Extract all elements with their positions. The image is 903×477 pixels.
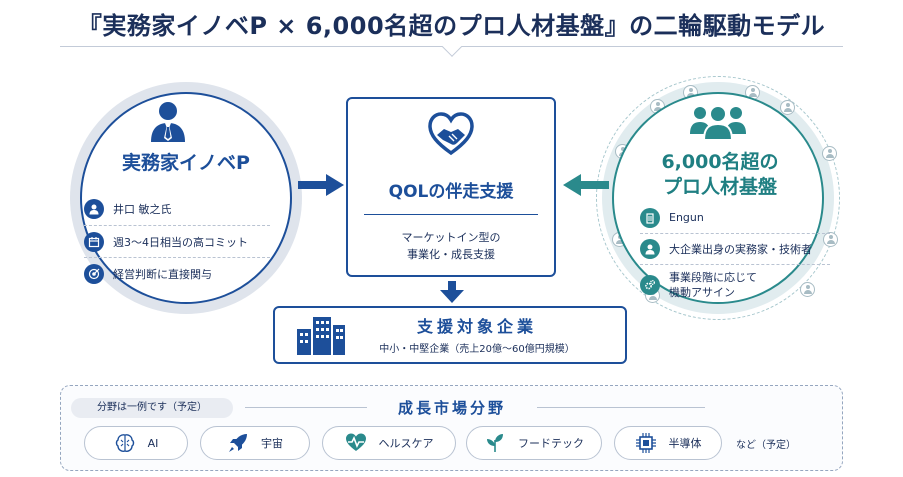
person-icon [84, 199, 104, 219]
chip-icon [635, 433, 656, 453]
center-divider [364, 214, 538, 215]
fields-title-rule-right [537, 407, 705, 408]
leaf-icon [487, 434, 503, 452]
center-box [346, 97, 556, 277]
center-description-line2: 事業化・成長支援 [407, 248, 495, 261]
list-item: 事業段階に応じて 機動アサイン [640, 264, 830, 304]
target-description: 中小・中堅企業（売上20億～60億円規模） [379, 344, 575, 355]
fields-etc-note: など（予定） [736, 440, 796, 451]
target-companies-box [273, 306, 627, 364]
list-item: 大企業出身の実務家・技術者 [640, 233, 830, 264]
center-description: マーケットイン型の 事業化・成長支援 [346, 229, 556, 263]
brain-icon [115, 434, 134, 452]
center-title: QOLの伴走支援 [388, 182, 514, 202]
arrow-down-icon [440, 281, 464, 303]
talent-mini-icon [800, 282, 815, 297]
talent-mini-icon [823, 232, 838, 247]
list-item-label: 経営判断に直接関与 [113, 267, 212, 281]
list-item: 週3～4日相当の高コミット [84, 225, 270, 257]
list-item-label-line2: 機動アサイン [669, 285, 735, 299]
calendar-icon [84, 231, 104, 252]
rocket-icon [229, 434, 247, 452]
right-circle-title: 6,000名超の プロ人材基盤 [630, 150, 810, 200]
left-feature-list: 井口 敏之氏 週3～4日相当の高コミット 経営判断に直接関与 [84, 193, 270, 289]
field-label: フードテック [518, 437, 584, 450]
list-item-label: 週3～4日相当の高コミット [113, 235, 248, 249]
building-icon [297, 317, 345, 355]
building-icon [640, 207, 660, 228]
field-label: ヘルスケア [378, 437, 434, 450]
arrow-left-icon [563, 174, 609, 196]
list-item-label: Engun [669, 211, 704, 224]
fields-note-badge: 分野は一例です（予定） [71, 398, 233, 418]
field-pill-healthcare: ヘルスケア [322, 426, 456, 460]
fields-title: 成長市場分野 [397, 399, 506, 417]
target-title: 支援対象企業 [416, 317, 537, 336]
handshake-heart-icon [428, 112, 474, 156]
list-item: 経営判断に直接関与 [84, 257, 270, 289]
left-circle [80, 92, 292, 304]
field-label: AI [147, 436, 159, 450]
talent-mini-icon [780, 100, 795, 115]
talent-orbit [596, 76, 840, 320]
field-pill-semiconductor: 半導体 [614, 426, 722, 460]
list-item-label-line1: 事業段階に応じて [669, 270, 757, 284]
right-feature-list: Engun 大企業出身の実務家・技術者 事業段階に応じて 機動アサイン [640, 202, 830, 304]
field-label: 宇宙 [261, 437, 283, 450]
field-label: 半導体 [668, 437, 702, 450]
businessman-icon [151, 102, 185, 142]
list-item-label: 井口 敏之氏 [113, 203, 172, 216]
arrow-right-icon [298, 174, 344, 196]
fields-title-rule-left [245, 407, 367, 408]
page-title: 『実務家イノベP × 6,000名超のプロ人材基盤』の二輪駆動モデル [77, 12, 826, 40]
gears-icon [640, 274, 660, 295]
team-icon [690, 105, 746, 140]
talent-mini-icon [822, 146, 837, 161]
list-item: Engun [640, 202, 830, 233]
field-pill-space: 宇宙 [200, 426, 310, 460]
list-item-label: 事業段階に応じて 機動アサイン [669, 270, 757, 300]
left-circle-title: 実務家イノベP [122, 152, 250, 174]
person-icon [640, 239, 660, 259]
center-description-line1: マーケットイン型の [401, 231, 501, 244]
list-item: 井口 敏之氏 [84, 193, 270, 225]
right-circle-title-line2: プロ人材基盤 [662, 176, 777, 198]
list-item-label: 大企業出身の実務家・技術者 [669, 243, 812, 256]
field-pill-foodtech: フードテック [466, 426, 602, 460]
target-icon [84, 263, 104, 284]
field-pill-ai: AI [84, 426, 188, 460]
heartbeat-icon [345, 433, 366, 451]
right-circle-title-line1: 6,000名超の [661, 151, 779, 173]
